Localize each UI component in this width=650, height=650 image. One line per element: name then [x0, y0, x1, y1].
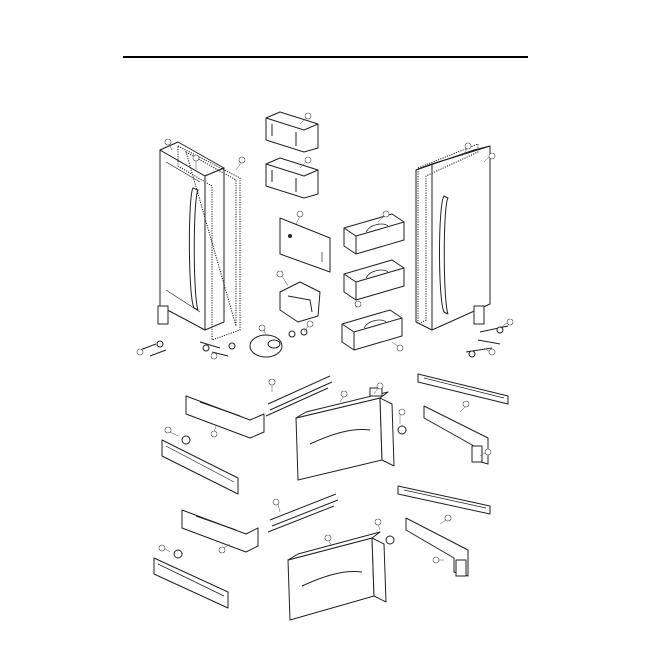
- door-bin-1: [343, 213, 405, 255]
- center-housing: [279, 281, 321, 323]
- right-door-gasket: [417, 143, 479, 325]
- right-door: [415, 145, 491, 331]
- door-bin-2: [343, 259, 405, 301]
- left-door-hinge-parts: [139, 305, 236, 357]
- upper-right-rail: [417, 373, 509, 465]
- upper-drawer-front: [295, 387, 407, 481]
- top-bracket-2: [265, 157, 319, 199]
- top-bracket-1: [265, 111, 319, 153]
- lower-drawer-front: [287, 531, 395, 621]
- header-rule: [123, 56, 528, 58]
- callout-markers: [136, 112, 514, 564]
- center-plate: [279, 217, 331, 273]
- left-door: [159, 141, 225, 331]
- right-door-hinge-parts: [465, 305, 509, 358]
- left-door-gasket: [177, 145, 241, 341]
- lower-right-rail: [397, 485, 491, 577]
- lower-left-slide: [153, 509, 259, 609]
- door-bin-3: [341, 309, 403, 351]
- upper-left-slide: [161, 395, 265, 495]
- lower-rail-strip: [267, 493, 339, 533]
- upper-rail-strip: [265, 375, 333, 417]
- center-motor: [249, 328, 308, 358]
